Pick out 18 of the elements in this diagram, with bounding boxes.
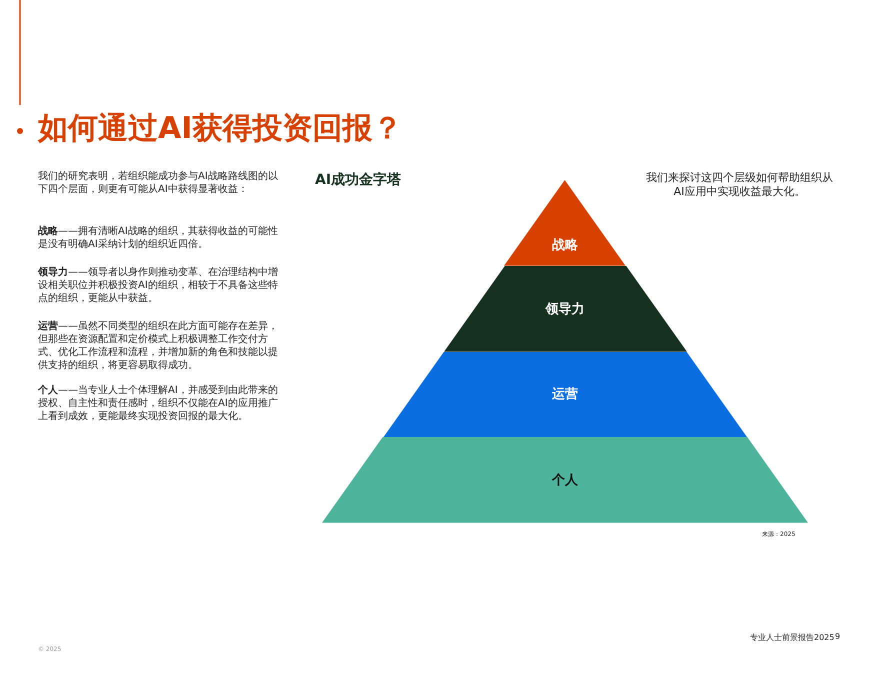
tier-label: 领导力 xyxy=(546,300,584,318)
leadership-paragraph: 领导力——领导者以身作则推动变革、在治理结构中增设相关职位并积极投资AI的组织，相较于不具备这些特点的组织，更能从中获益。 xyxy=(38,266,278,305)
tier-label: 运营 xyxy=(552,386,578,404)
pyramid-base-tier xyxy=(322,437,808,523)
tier-label: 战略 xyxy=(552,236,578,254)
pyramid-top-tier xyxy=(504,180,626,266)
pyramid-tier xyxy=(444,266,686,352)
tier-label: 个人 xyxy=(552,472,578,490)
intro-paragraph: 我们的研究表明，若组织能成功参与AI战略路线图的以下四个层面，则更有可能从AI中获得显著收益： xyxy=(38,170,278,196)
footer-text: 专业人士前景报告2025 xyxy=(750,632,834,643)
page-title: 如何通过AI获得投资回报？ xyxy=(38,110,402,148)
pyramid-title: AI成功金字塔 xyxy=(315,171,402,189)
individual-paragraph: 个人——当专业人士个体理解AI，并感受到由此带来的授权、自主性和责任感时，组织不仅能在AI的应用推广上看到成效，更能最终实现投资回报的最大化。 xyxy=(38,384,278,423)
intro-note: 我们来探讨这四个层级如何帮助组织从AI应用中实现收益最大化。 xyxy=(645,171,834,199)
pyramid-tier xyxy=(382,352,748,438)
page-number: 9 xyxy=(835,632,840,641)
strategy-paragraph: 战略——拥有清晰AI战略的组织，其获得收益的可能性是没有明确AI采纳计划的组织近四倍。 xyxy=(38,225,278,251)
operations-paragraph: 运营——虽然不同类型的组织在此方面可能存在差异，但那些在资源配置和定价模式上积极调整工作交付方式、优化工作流程和流程，并增加新的角色和技能以提供支持的组织，将更容易取得成功。 xyxy=(38,320,278,372)
